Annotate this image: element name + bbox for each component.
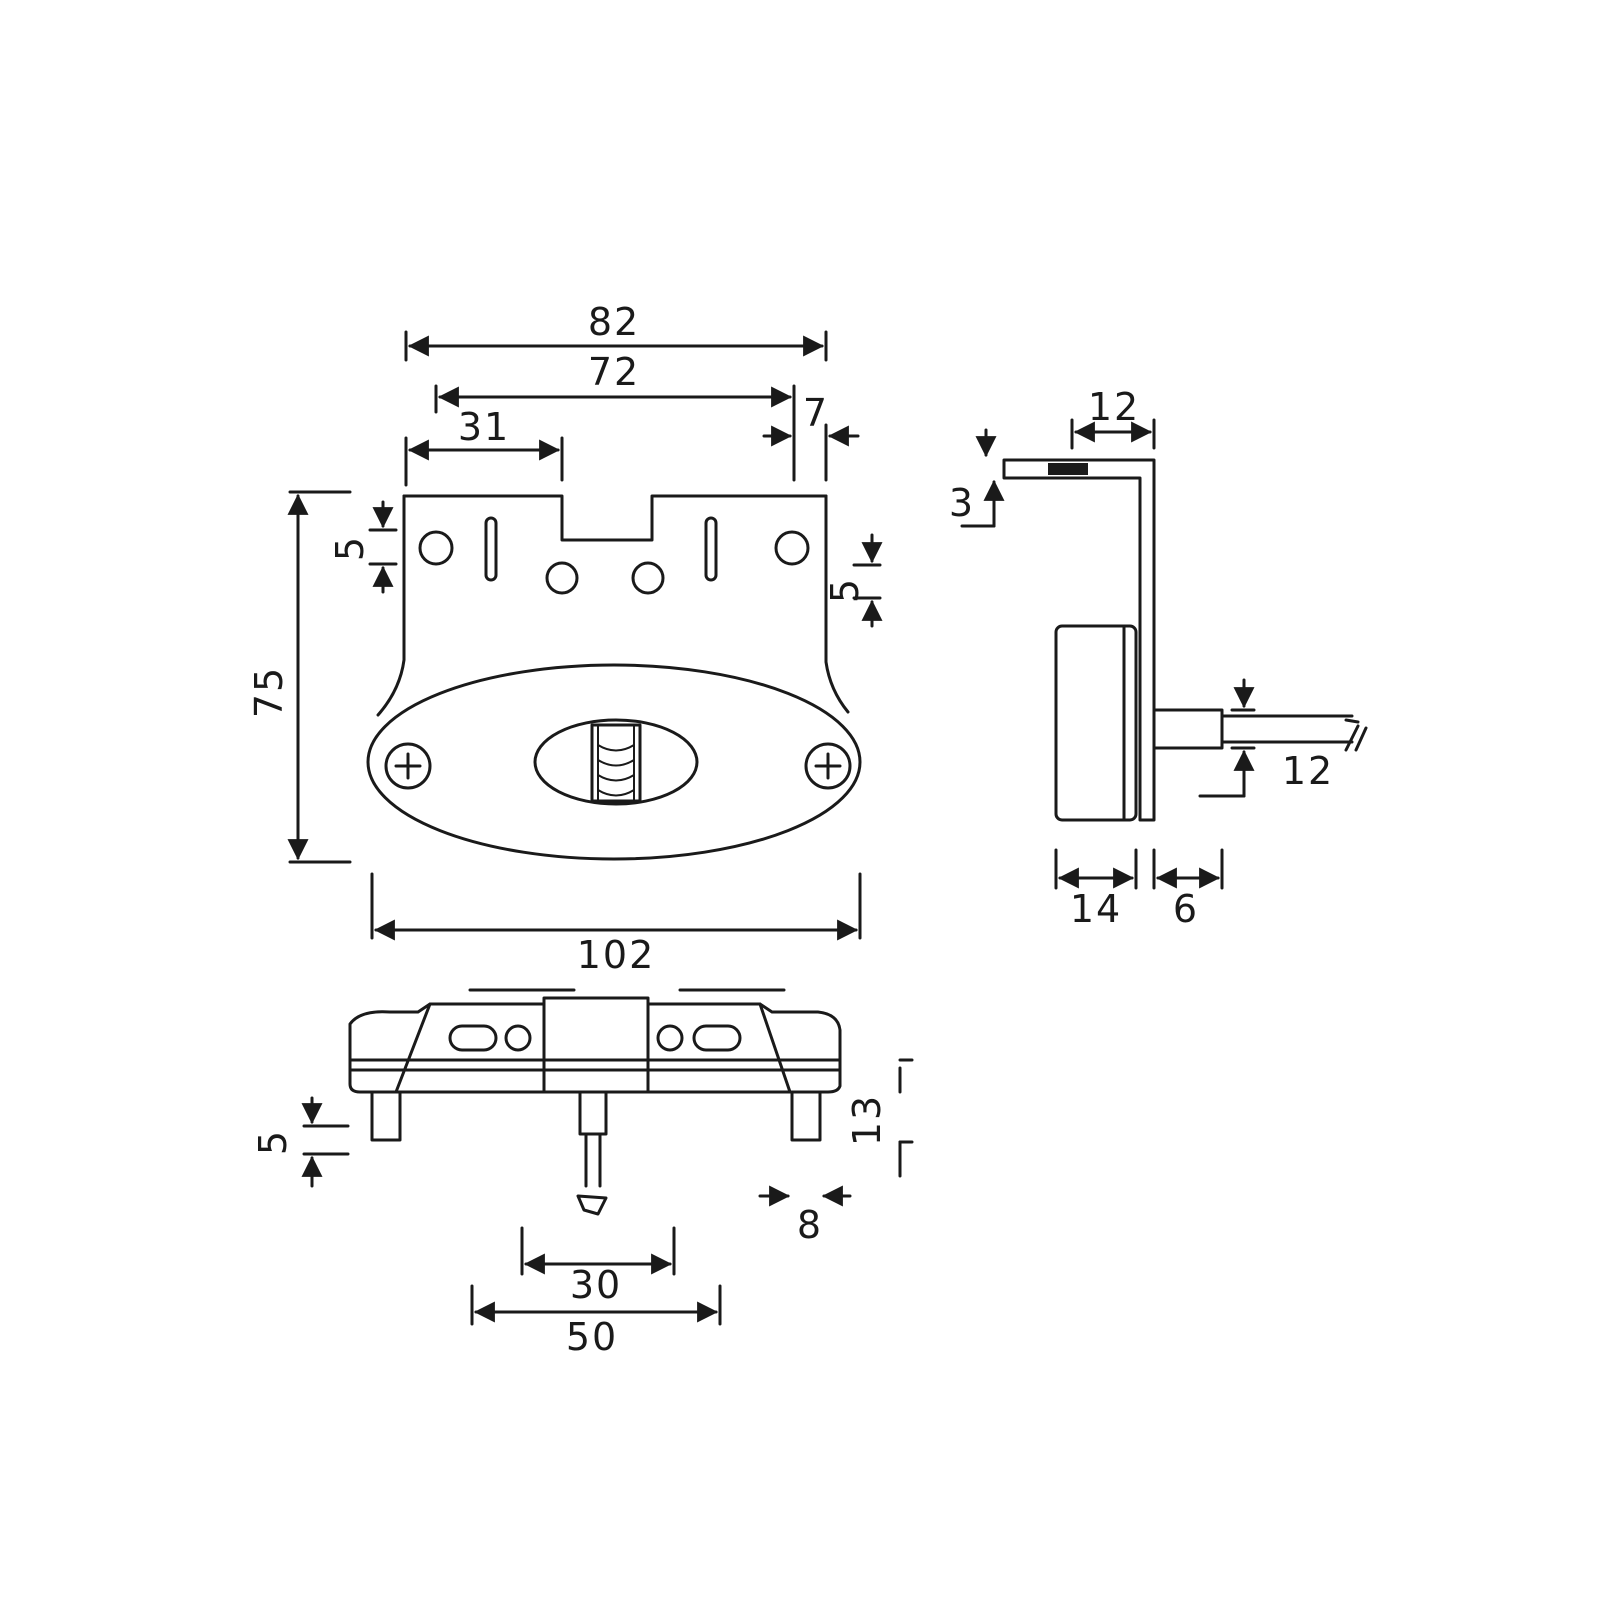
bottom-body: [348, 996, 842, 1094]
bottom-pin-center: [578, 1090, 608, 1136]
mount-slot: [704, 516, 718, 582]
dim-31: 31: [458, 405, 510, 449]
dim-5-right: 5: [823, 577, 867, 603]
side-view: 12 3 12 14 6: [949, 385, 1368, 931]
dim-82: 82: [588, 300, 640, 344]
front-plate-outline: [376, 494, 850, 717]
screw-right: [804, 742, 852, 790]
side-cable-grommet: [1152, 708, 1224, 750]
dim-8: 8: [797, 1203, 823, 1247]
dim-12-right: 12: [1282, 749, 1334, 793]
mount-hole: [418, 530, 454, 566]
screw-left: [384, 742, 432, 790]
lens-center: [533, 718, 699, 806]
dim-102: 102: [577, 933, 656, 977]
dim-50: 50: [566, 1315, 618, 1359]
dim-3: 3: [949, 481, 975, 525]
dim-7: 7: [803, 391, 829, 435]
dim-13: 13: [845, 1094, 889, 1146]
lens-outline: [366, 663, 862, 861]
mount-hole: [545, 561, 579, 595]
mount-hole: [631, 561, 665, 595]
bottom-view: 5 13 8 30 50: [251, 988, 914, 1359]
mount-hole: [774, 530, 810, 566]
dim-30: 30: [570, 1263, 622, 1307]
dim-72: 72: [588, 350, 640, 394]
dim-6: 6: [1173, 887, 1199, 931]
bottom-pin-left: [370, 1090, 402, 1142]
bottom-pin-right: [790, 1090, 822, 1142]
dim-14: 14: [1070, 887, 1122, 931]
side-lamp-body: [1054, 624, 1138, 822]
dim-12-top: 12: [1088, 385, 1140, 429]
mount-slot: [484, 516, 498, 582]
dim-75: 75: [247, 666, 291, 718]
front-view: 82 72 31 7 75 5 5: [247, 300, 883, 977]
dim-5-bottom: 5: [251, 1129, 295, 1155]
dim-5-left: 5: [328, 535, 372, 561]
